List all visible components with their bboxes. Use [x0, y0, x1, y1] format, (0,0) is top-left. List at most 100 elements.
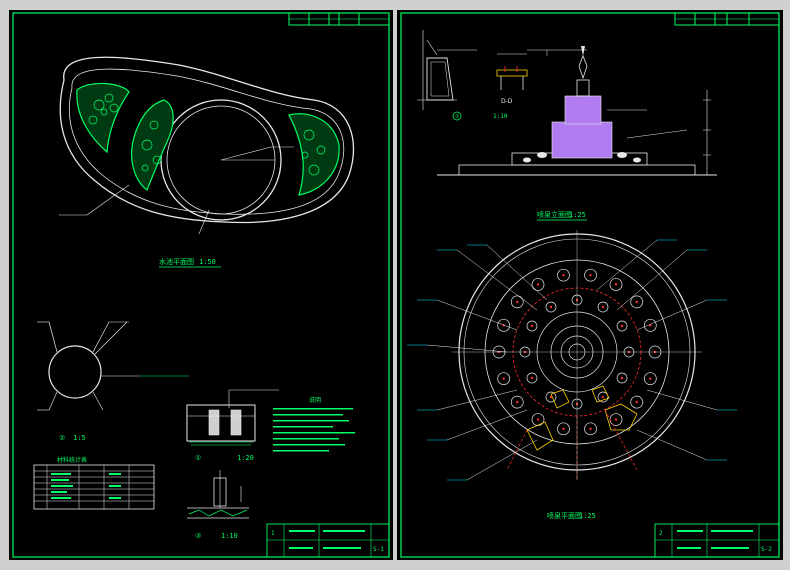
outer-nozzle-ring — [492, 268, 662, 436]
inner-nozzle-ring — [519, 294, 635, 410]
pool-detail-caption: ② — [59, 434, 65, 442]
section-a-view: ① 1:20 — [186, 389, 279, 462]
detail-1-scale: 1:10 — [493, 113, 508, 120]
leader-line — [446, 409, 528, 441]
nozzle — [557, 422, 570, 436]
section-dd-view: D-D ① 1:10 — [417, 30, 528, 121]
sheet-border — [400, 12, 780, 558]
nozzle-center — [614, 283, 618, 286]
plan-leader-lines — [407, 239, 737, 481]
leader-line — [426, 344, 508, 353]
material-table: 材料统计表 — [33, 456, 155, 510]
nozzle — [584, 422, 597, 436]
pool-detail-view: ② 1:5 — [37, 321, 189, 442]
section-a-scale: 1:20 — [237, 454, 254, 462]
nozzle-center — [536, 283, 540, 286]
left-title-code: 1 — [271, 530, 275, 537]
right-title-block: 2 S-2 — [654, 523, 780, 558]
leader-line — [436, 389, 518, 411]
nozzle — [643, 318, 657, 332]
leader-line — [486, 244, 548, 301]
nozzle-center — [516, 300, 519, 304]
nozzle-center — [562, 273, 565, 277]
nozzle-center — [516, 400, 519, 404]
nozzle-center — [635, 300, 638, 304]
plan-view: 水池平面图 1:50 — [59, 56, 355, 268]
right-top-tab — [674, 12, 780, 26]
nozzle-center — [549, 395, 553, 399]
nozzle-center — [502, 377, 505, 380]
nozzle — [545, 301, 557, 313]
right-sheet-no: S-2 — [761, 546, 772, 553]
drawing-sheet-left: 水池平面图 1:50 ② 1:5 材料统计表 — [9, 10, 393, 560]
nozzle — [597, 301, 609, 313]
nozzle-center — [589, 273, 592, 277]
nozzle-center — [530, 376, 534, 380]
nozzle — [616, 320, 628, 332]
nozzle — [630, 295, 644, 309]
nozzle-center — [620, 376, 624, 380]
elevation-scale: 1:25 — [569, 211, 586, 219]
nozzle-center — [589, 427, 592, 431]
section-a-caption: ① — [195, 454, 201, 462]
nozzle-center — [620, 324, 624, 328]
fountain-elevation-view: 喷泉立面图 1:25 — [437, 46, 717, 221]
left-sheet-drawing: 水池平面图 1:50 ② 1:5 材料统计表 — [12, 12, 390, 558]
leader-line — [616, 249, 688, 311]
section-b-scale: 1:10 — [221, 532, 238, 540]
leader-line — [466, 439, 538, 481]
leader-line — [436, 299, 518, 331]
left-sheet-no: S-1 — [373, 546, 384, 553]
nozzle — [609, 278, 623, 291]
notes-block: 说明 — [273, 396, 355, 452]
left-top-tab — [288, 12, 390, 26]
left-title-block: 1 S-1 — [266, 523, 390, 558]
fountain-plan-view: 喷泉平面图 1:25 — [407, 230, 737, 520]
nozzle-center — [530, 324, 534, 328]
leader-line — [456, 249, 538, 311]
nozzle — [531, 278, 545, 291]
sheet-border — [12, 12, 390, 558]
nozzle — [584, 268, 597, 282]
section-b-view: ③ 1:10 — [187, 470, 249, 540]
table-title: 材料统计表 — [57, 456, 87, 464]
section-dd-caption: D-D — [501, 98, 513, 105]
nozzle-center — [549, 305, 553, 309]
nozzle-center — [635, 400, 638, 404]
plan-caption: 水池平面图 — [159, 257, 194, 266]
nozzle — [557, 268, 570, 282]
nozzle-center — [614, 418, 618, 421]
nozzle-center — [601, 395, 605, 399]
right-title-code: 2 — [659, 530, 663, 537]
pool-detail-scale: 1:5 — [73, 434, 86, 442]
drawing-sheet-right: D-D ① 1:10 — [397, 10, 783, 560]
nozzle-center — [601, 305, 605, 309]
nozzle — [497, 318, 511, 332]
elevation-caption: 喷泉立面图 — [537, 210, 572, 219]
nozzle — [526, 320, 538, 332]
notes-title: 说明 — [309, 396, 321, 404]
nozzle-center — [536, 418, 540, 421]
nozzle — [597, 391, 609, 403]
nozzle — [526, 372, 538, 384]
nozzle — [531, 413, 545, 426]
fountain-plan-scale: 1:25 — [579, 512, 596, 520]
nozzle — [545, 391, 557, 403]
nozzle — [510, 395, 524, 409]
nozzle — [510, 295, 524, 309]
plan-scale: 1:50 — [199, 258, 216, 266]
nozzle — [497, 372, 511, 386]
fountain-plan-caption: 喷泉平面图 — [547, 511, 582, 520]
nozzle-center — [649, 377, 652, 380]
nozzle — [616, 372, 628, 384]
right-sheet-drawing: D-D ① 1:10 — [400, 12, 780, 558]
leader-line — [646, 389, 718, 411]
leader-line — [636, 299, 708, 331]
nozzle-center — [562, 427, 565, 431]
section-b-caption: ③ — [195, 532, 201, 540]
leader-line — [596, 239, 658, 291]
leader-line — [636, 429, 708, 461]
nozzle — [643, 372, 657, 386]
nozzle — [630, 395, 644, 409]
detail-1-caption: ① — [455, 114, 460, 120]
